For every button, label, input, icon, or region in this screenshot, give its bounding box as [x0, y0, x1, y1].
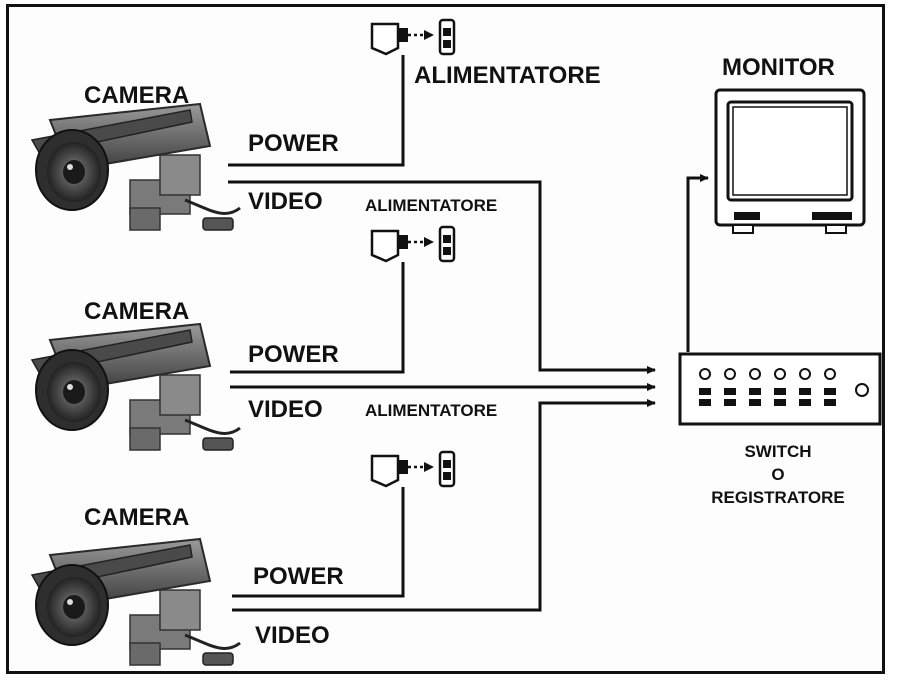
monitor-label: MONITOR	[722, 54, 835, 81]
camera-icon	[30, 102, 242, 232]
monitor-icon	[714, 88, 866, 234]
power-adapter-icon	[370, 450, 456, 488]
power-label: POWER	[253, 563, 344, 590]
wires-camera-2	[230, 262, 656, 391]
power-adapter-icon	[370, 225, 456, 263]
alimentatore-label: ALIMENTATORE	[365, 196, 498, 215]
wires-camera-1	[228, 55, 656, 374]
switch-label-line1: SWITCH	[744, 442, 812, 461]
camera-label: CAMERA	[84, 82, 190, 109]
camera-label: CAMERA	[84, 504, 190, 531]
switch-label-line3: REGISTRATORE	[711, 488, 845, 507]
alimentatore-label: ALIMENTATORE	[414, 62, 601, 89]
camera-icon	[30, 322, 242, 452]
switch-recorder-icon	[678, 352, 882, 426]
wires-camera-3	[232, 399, 656, 612]
video-label: VIDEO	[255, 622, 330, 649]
camera-label: CAMERA	[84, 298, 190, 325]
power-label: POWER	[248, 130, 339, 157]
video-label: VIDEO	[248, 188, 323, 215]
camera-icon	[30, 537, 242, 667]
video-label: VIDEO	[248, 396, 323, 423]
switch-label-line2: O	[771, 465, 785, 484]
power-adapter-icon	[370, 18, 456, 56]
power-label: POWER	[248, 341, 339, 368]
wire-switch-monitor	[686, 174, 709, 352]
alimentatore-label: ALIMENTATORE	[365, 401, 498, 420]
